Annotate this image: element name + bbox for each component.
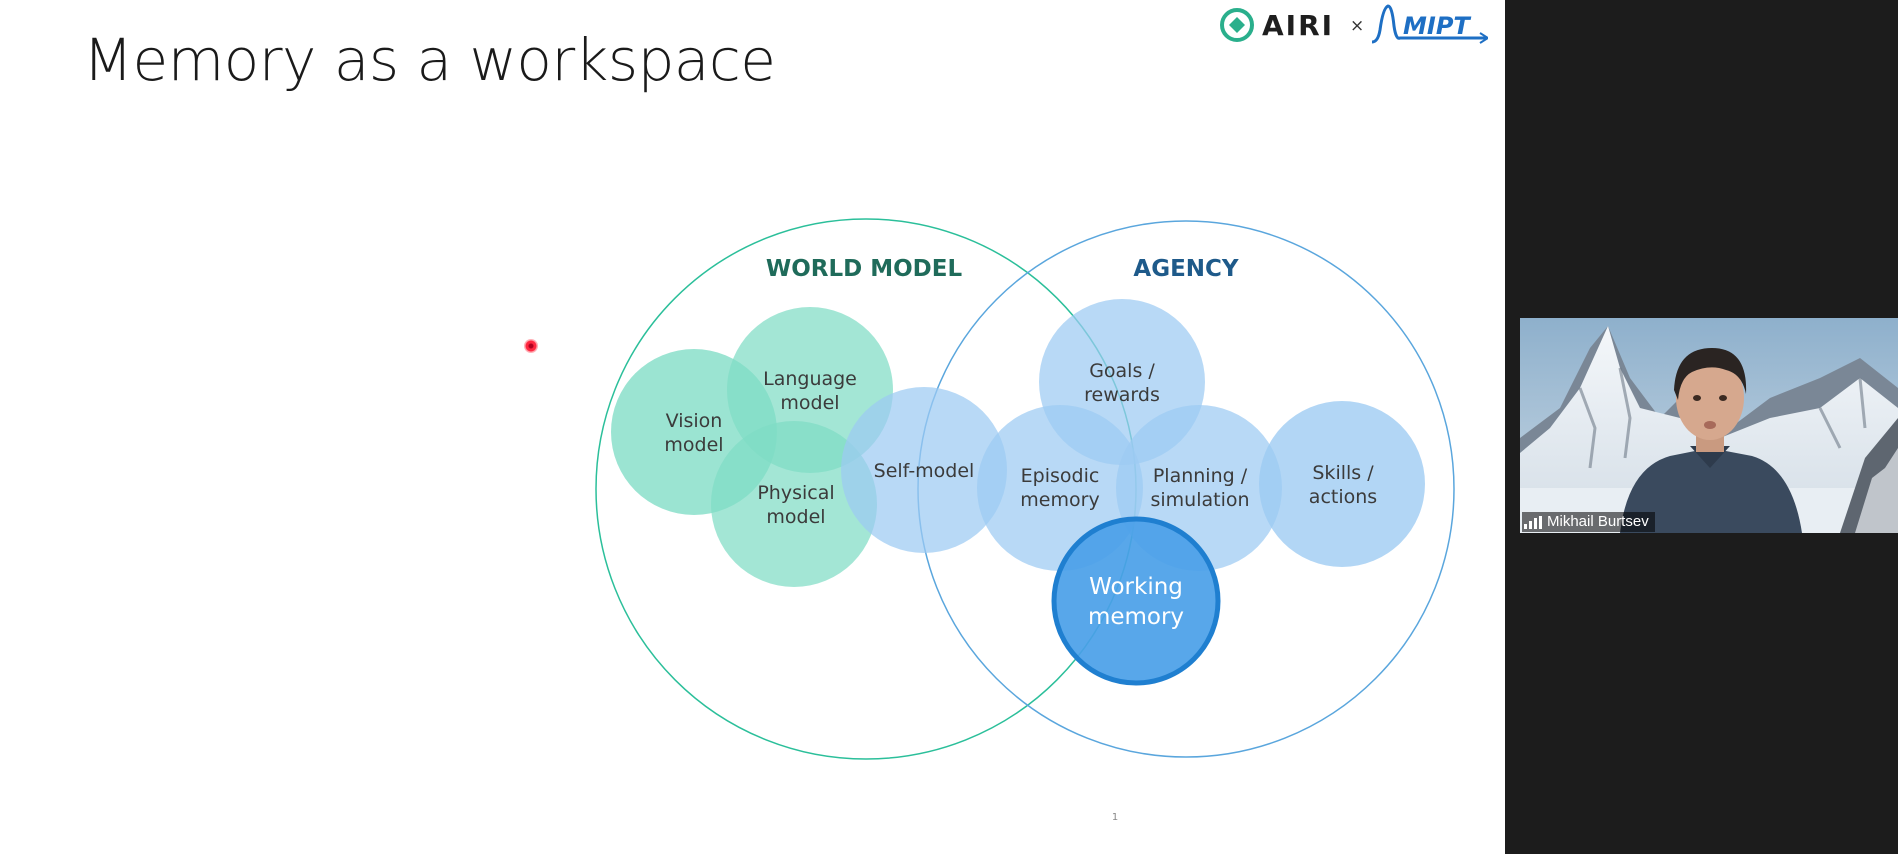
world-model-label: WORLD MODEL [766, 256, 963, 282]
planning-simulation-label-line2: simulation [1150, 489, 1249, 511]
presentation-slide: Memory as a workspace AIRI × MIPT WORLD … [83, 4, 1488, 823]
laser-pointer-icon [524, 339, 538, 353]
physical-model-label-line2: model [766, 506, 825, 528]
self-model-label: Self-model [874, 460, 975, 482]
participant-video-image [1520, 318, 1898, 533]
goals-rewards-label-line2: rewards [1084, 384, 1160, 406]
agency-label: AGENCY [1133, 256, 1239, 282]
skills-actions-circle [1259, 401, 1425, 567]
participant-video-tile[interactable] [1520, 318, 1898, 533]
mipt-logo-icon [1371, 4, 1488, 44]
goals-rewards-label-line1: Goals / [1089, 360, 1155, 382]
language-model-label-line2: model [780, 392, 839, 414]
language-model-label-line1: Language [763, 368, 857, 390]
vision-model-label-line2: model [664, 434, 723, 456]
participant-person [1620, 348, 1802, 533]
goals-rewards-circle [1039, 299, 1205, 465]
vision-model-label-line1: Vision [666, 410, 723, 432]
working-memory-label-line2: memory [1088, 604, 1184, 630]
participant-name-label: Mikhail Burtsev [1522, 512, 1655, 532]
slide-page-number: 1 [1111, 812, 1119, 823]
airi-logo-text: AIRI [1262, 9, 1334, 42]
signal-strength-icon [1524, 515, 1542, 529]
physical-model-label-line1: Physical [757, 482, 834, 504]
working-memory-label-line1: Working [1089, 574, 1183, 600]
logo-bar: AIRI × MIPT [1220, 4, 1488, 44]
physical-model-circle [711, 421, 877, 587]
episodic-memory-label-line2: memory [1020, 489, 1099, 511]
airi-logo-icon [1220, 8, 1254, 42]
planning-simulation-label-line1: Planning / [1153, 465, 1248, 487]
participant-name: Mikhail Burtsev [1547, 513, 1649, 530]
venn-diagram: WORLD MODEL AGENCY Vision model Language… [595, 218, 1455, 760]
working-memory-circle [1051, 516, 1221, 686]
self-model-circle [841, 387, 1007, 553]
skills-actions-label-line1: Skills / [1312, 462, 1374, 484]
episodic-memory-label-line1: Episodic [1021, 465, 1100, 487]
skills-actions-label-line2: actions [1309, 486, 1377, 508]
slide-title: Memory as a workspace [83, 26, 776, 94]
logo-separator: × [1350, 16, 1364, 36]
mipt-logo-text: MIPT [1403, 12, 1471, 40]
